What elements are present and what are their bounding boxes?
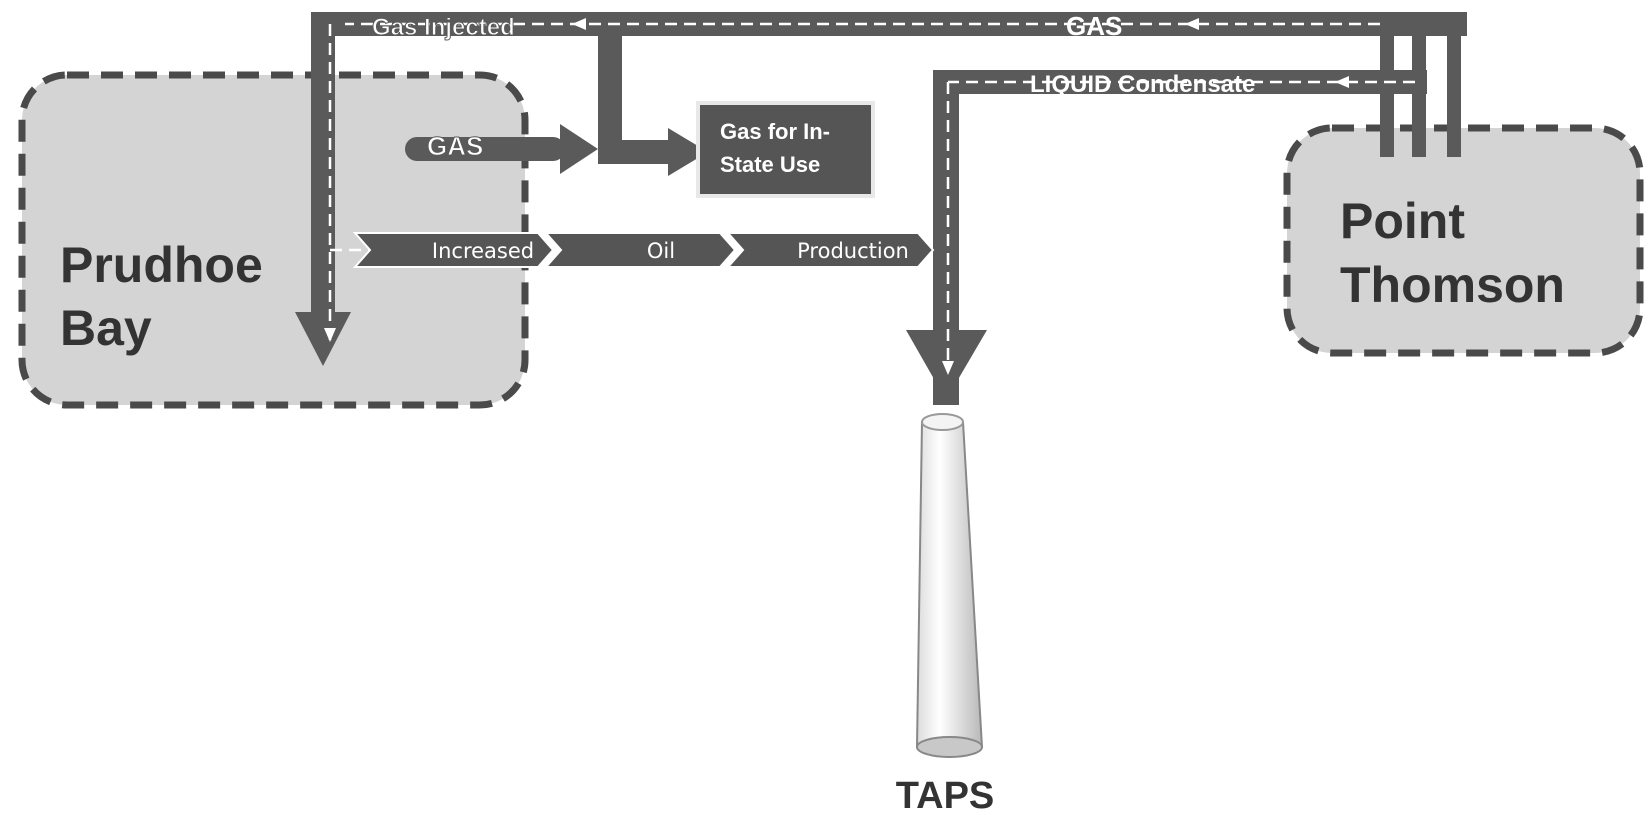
production-chevron-row: Increased Oil Production [355,233,933,267]
in-state-gas-branch [598,12,708,176]
taps-pipeline-icon [917,414,982,757]
point-thomson-label-line1: Point [1340,193,1465,249]
prudhoe-bay-label-line2: Bay [60,300,152,356]
point-thomson-label-line2: Thomson [1340,257,1565,313]
in-state-use-label-line1: Gas for In- [720,119,830,144]
chevron-oil-label: Oil [647,239,675,263]
taps-label: TAPS [896,775,995,815]
gas-top-label: GAS [1066,11,1122,41]
prudhoe-gas-label: GAS [427,131,483,161]
liquid-condensate-label: LIQUID Condensate [1030,71,1255,98]
in-state-use-box: Gas for In- State Use [698,103,873,196]
in-state-use-label-line2: State Use [720,152,820,177]
chevron-oil [546,233,735,267]
gas-injected-label: Gas Injected [372,14,515,41]
chevron-increased-label: Increased [432,239,534,263]
prudhoe-bay-label-line1: Prudhoe [60,237,263,293]
chevron-production-label: Production [797,239,909,263]
